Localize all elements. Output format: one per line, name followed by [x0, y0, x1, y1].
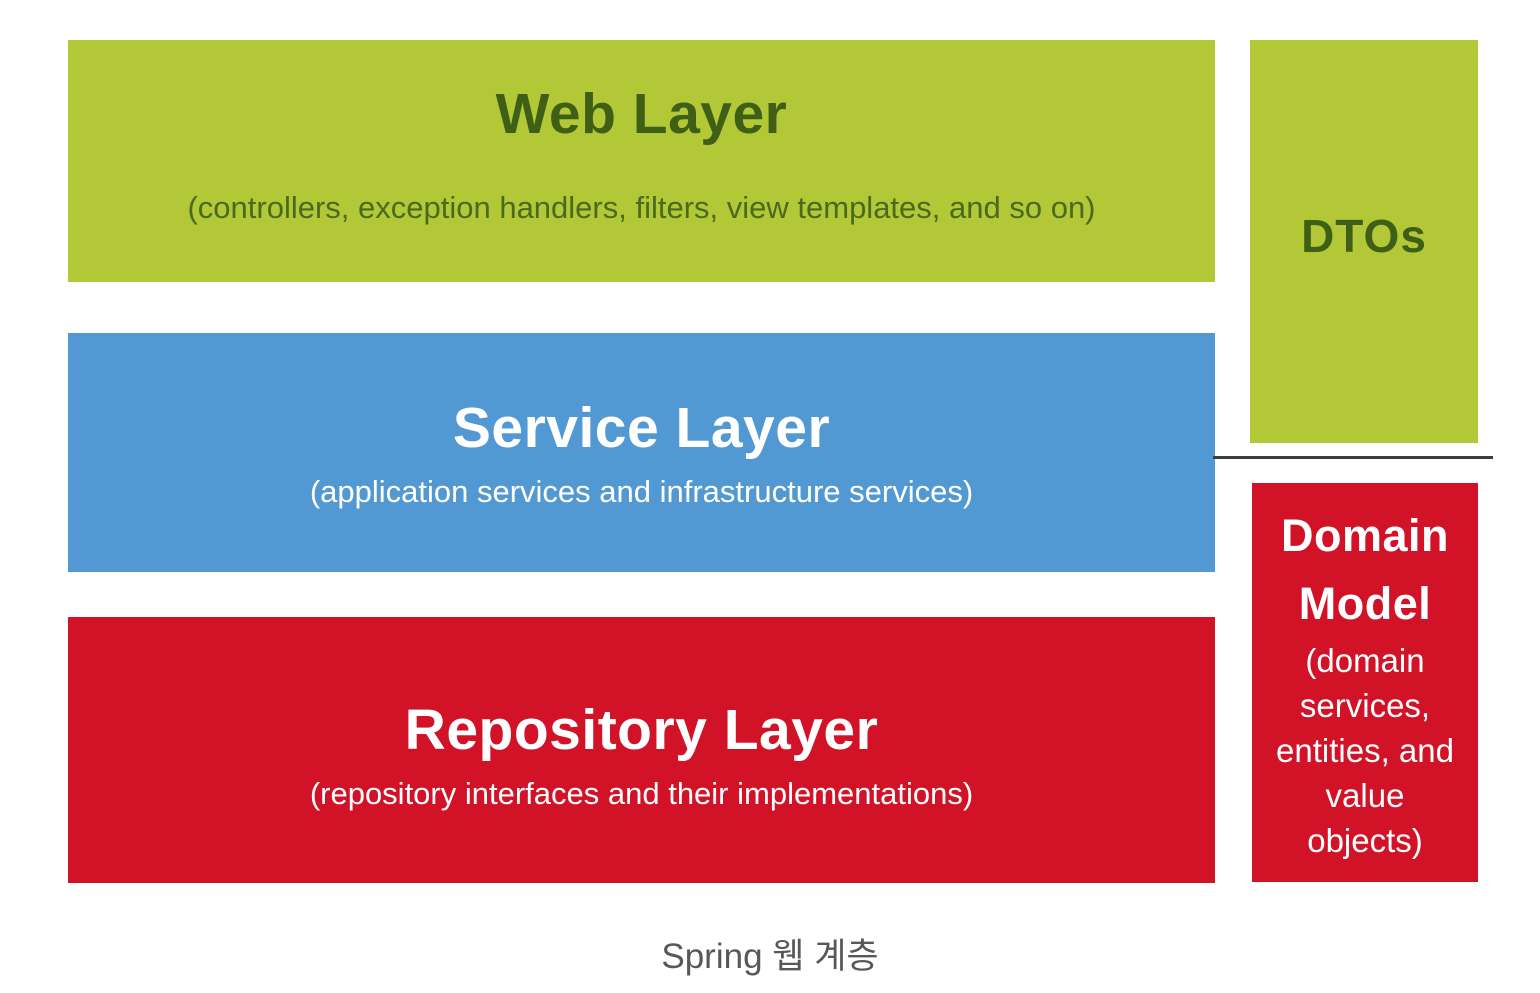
domain-model-box: Domain Model (domain services, entities,… — [1252, 483, 1478, 882]
dtos-domain-divider-line — [1213, 456, 1493, 459]
service-layer-subtitle: (application services and infrastructure… — [309, 473, 974, 509]
domain-model-subtitle: (domain services, entities, and value ob… — [1276, 642, 1454, 859]
domain-model-title: Domain Model — [1280, 510, 1449, 629]
web-layer-box: Web Layer (controllers, exception handle… — [68, 40, 1215, 282]
web-layer-subtitle: (controllers, exception handlers, filter… — [187, 190, 1096, 225]
dtos-box: DTOs — [1250, 40, 1478, 443]
service-layer-title: Service Layer — [452, 395, 831, 460]
diagram-caption: Spring 웹 계층 — [661, 937, 879, 976]
dtos-title: DTOs — [1301, 209, 1427, 262]
service-layer-box: Service Layer (application services and … — [68, 333, 1215, 572]
repository-layer-title: Repository Layer — [404, 698, 879, 762]
web-layer-title: Web Layer — [495, 82, 788, 146]
repository-layer-subtitle: (repository interfaces and their impleme… — [309, 776, 974, 811]
repository-layer-box: Repository Layer (repository interfaces … — [68, 617, 1215, 883]
